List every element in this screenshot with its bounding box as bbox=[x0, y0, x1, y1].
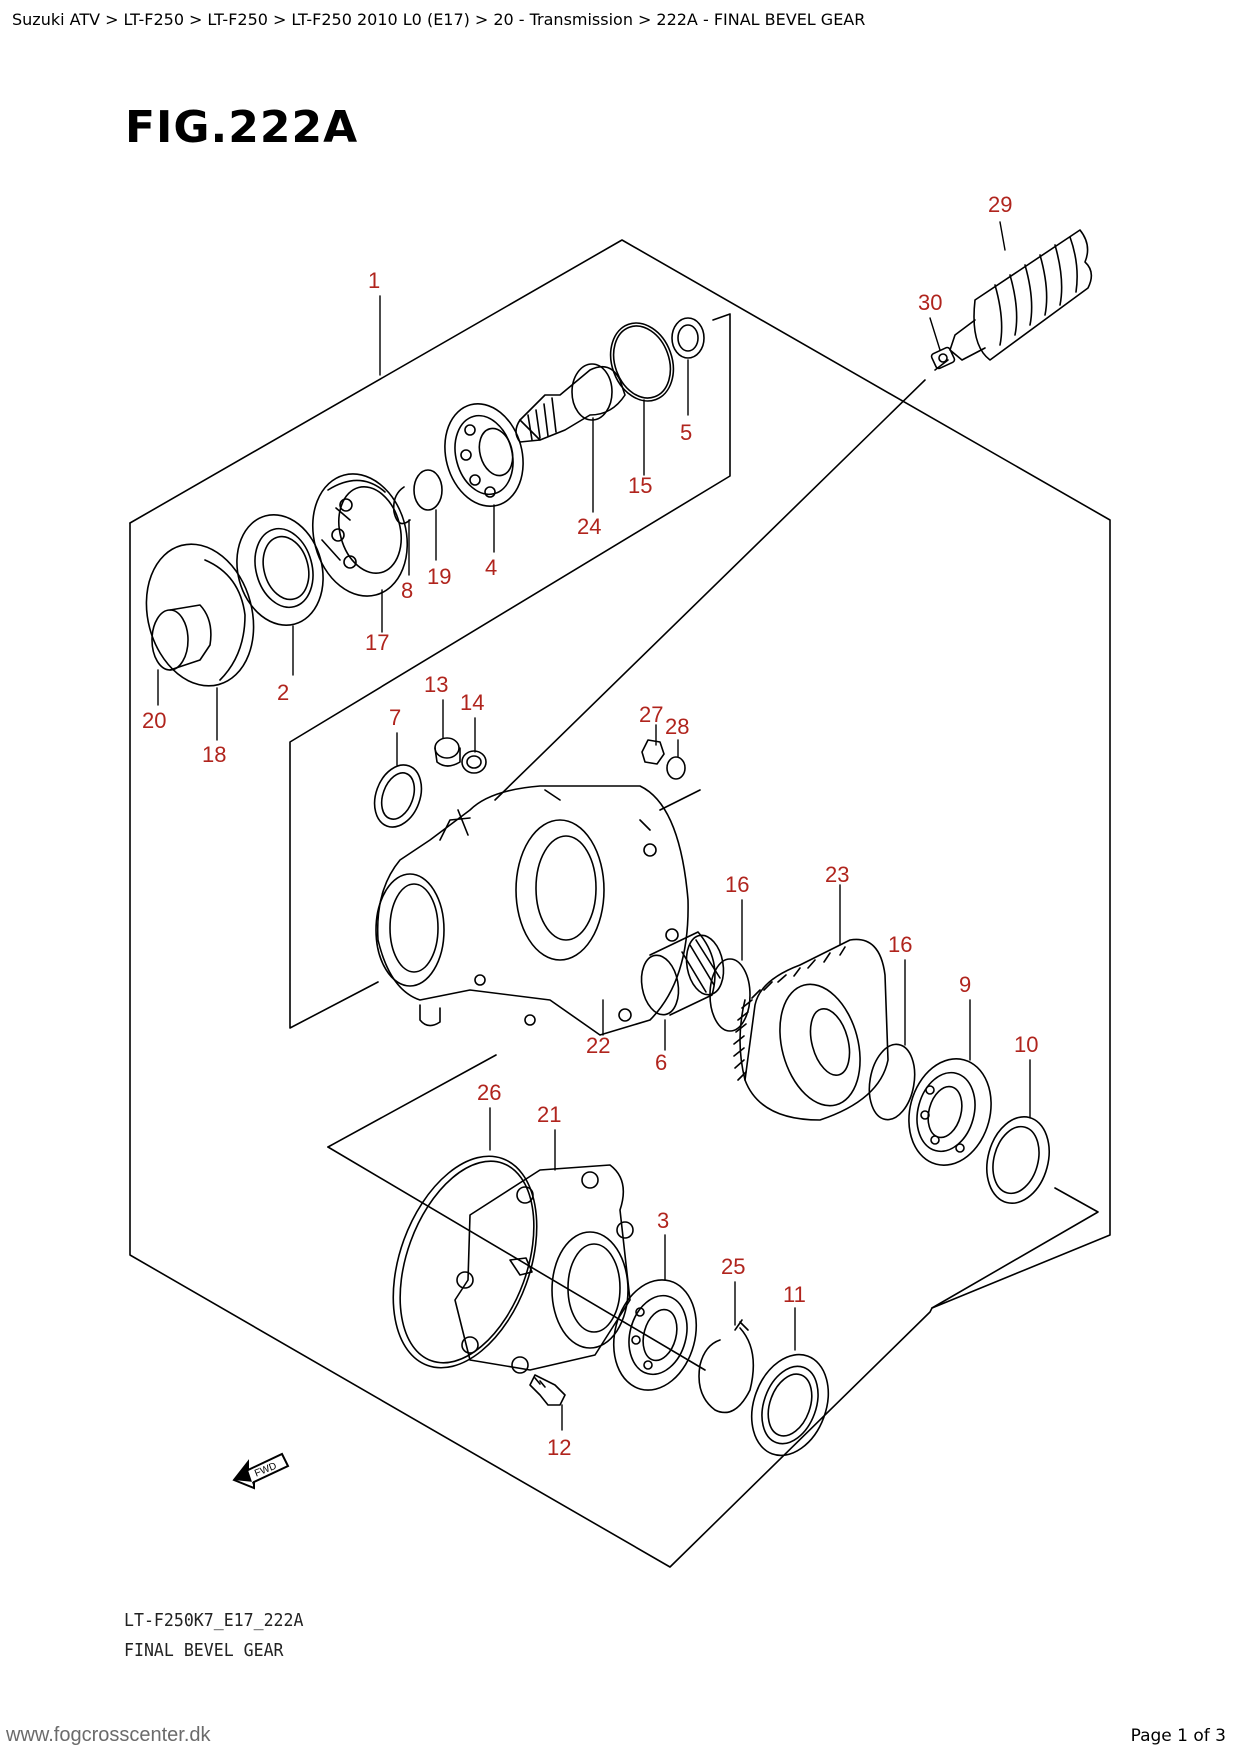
callout-16a: 16 bbox=[725, 872, 749, 897]
figure-title: FIG.222A bbox=[125, 102, 359, 153]
breadcrumb-separator: > bbox=[105, 10, 119, 29]
part-18-flange[interactable] bbox=[131, 532, 269, 698]
breadcrumb-separator: > bbox=[474, 10, 489, 29]
callout-2: 2 bbox=[277, 680, 289, 705]
callout-1: 1 bbox=[368, 268, 380, 293]
leader-lines bbox=[157, 221, 1031, 1431]
part-12-bolt[interactable] bbox=[529, 1374, 566, 1406]
callout-12: 12 bbox=[547, 1435, 571, 1460]
part-25-circlip[interactable] bbox=[698, 1319, 755, 1414]
breadcrumb-item-suzuki-atv[interactable]: Suzuki ATV bbox=[12, 10, 101, 29]
callout-24: 24 bbox=[577, 514, 601, 539]
callout-9: 9 bbox=[959, 972, 971, 997]
diagram-code: LT-F250K7_E17_222A bbox=[124, 1610, 304, 1631]
site-link[interactable]: www.fogcrosscenter.dk bbox=[6, 1724, 211, 1746]
breadcrumb-item-transmission[interactable]: 20 - Transmission bbox=[493, 10, 633, 29]
part-20-spline[interactable] bbox=[151, 604, 212, 671]
part-21-cover[interactable] bbox=[454, 1164, 634, 1374]
part-23-ring-gear[interactable] bbox=[733, 938, 889, 1121]
part-26-oring[interactable] bbox=[366, 1136, 563, 1387]
breadcrumb-separator: > bbox=[272, 10, 287, 29]
callout-3: 3 bbox=[657, 1208, 669, 1233]
callout-29: 29 bbox=[988, 192, 1012, 217]
callout-18: 18 bbox=[202, 742, 226, 767]
callout-10: 10 bbox=[1014, 1032, 1038, 1057]
part-14-washer[interactable] bbox=[461, 750, 487, 774]
part-9-bearing[interactable] bbox=[897, 1049, 1002, 1174]
callout-19: 19 bbox=[427, 564, 451, 589]
callout-16b: 16 bbox=[888, 932, 912, 957]
upper-group-outline bbox=[129, 313, 731, 1029]
part-22-gear-case[interactable] bbox=[375, 785, 689, 1036]
breadcrumb-item-lt-f250[interactable]: LT-F250 bbox=[123, 10, 184, 29]
breadcrumb-separator: > bbox=[637, 10, 652, 29]
callout-6: 6 bbox=[655, 1050, 667, 1075]
callout-11: 11 bbox=[783, 1282, 806, 1307]
part-19-circlip[interactable] bbox=[413, 469, 443, 511]
part-10-seal[interactable] bbox=[978, 1110, 1059, 1211]
diagram-name: FINAL BEVEL GEAR bbox=[124, 1640, 284, 1661]
part-8-circlip[interactable] bbox=[392, 486, 411, 525]
part-2-seal[interactable] bbox=[225, 505, 335, 635]
callout-22: 22 bbox=[586, 1033, 610, 1058]
callout-26: 26 bbox=[477, 1080, 501, 1105]
forward-arrow-icon: FWD bbox=[232, 1452, 290, 1490]
callout-21: 21 bbox=[537, 1102, 561, 1127]
callout-23: 23 bbox=[825, 862, 849, 887]
breadcrumb: Suzuki ATV>LT-F250>LT-F250>LT-F250 2010 … bbox=[12, 10, 865, 29]
page-indicator: Page 1 of 3 bbox=[1130, 1726, 1226, 1746]
part-3-bearing[interactable] bbox=[602, 1271, 708, 1400]
callout-28: 28 bbox=[665, 714, 689, 739]
callout-8: 8 bbox=[401, 578, 413, 603]
callout-labels: 1 2 3 4 5 6 7 8 9 10 11 12 13 14 15 16 1… bbox=[142, 192, 1038, 1460]
breadcrumb-item-lt-f250-model[interactable]: LT-F250 bbox=[207, 10, 268, 29]
callout-5: 5 bbox=[680, 420, 692, 445]
callout-4: 4 bbox=[485, 555, 497, 580]
part-30-clamp[interactable] bbox=[930, 346, 956, 370]
part-7-seal[interactable] bbox=[366, 758, 429, 833]
part-6-bearing[interactable] bbox=[637, 931, 728, 1018]
callout-17: 17 bbox=[365, 630, 389, 655]
part-13-plug[interactable] bbox=[434, 737, 461, 767]
part-16a-circlip[interactable] bbox=[709, 958, 751, 1032]
part-29-boot[interactable] bbox=[949, 229, 1093, 361]
part-11-seal[interactable] bbox=[738, 1344, 841, 1466]
part-24-pinion[interactable] bbox=[515, 363, 626, 443]
mid-group-outline bbox=[327, 789, 1099, 1309]
leader-boot bbox=[494, 379, 926, 801]
part-4-bearing[interactable] bbox=[434, 395, 534, 515]
breadcrumb-item-current: 222A - FINAL BEVEL GEAR bbox=[656, 10, 866, 29]
breadcrumb-separator: > bbox=[189, 10, 203, 29]
callout-30: 30 bbox=[918, 290, 942, 315]
part-16b-circlip[interactable] bbox=[864, 1041, 921, 1123]
callout-15: 15 bbox=[628, 473, 652, 498]
callout-14: 14 bbox=[460, 690, 484, 715]
callout-7: 7 bbox=[389, 705, 401, 730]
part-27-bolt[interactable] bbox=[641, 739, 665, 765]
breadcrumb-item-year[interactable]: LT-F250 2010 L0 (E17) bbox=[291, 10, 470, 29]
callout-25: 25 bbox=[721, 1254, 745, 1279]
part-28-washer[interactable] bbox=[666, 756, 686, 780]
callout-20: 20 bbox=[142, 708, 166, 733]
part-15-oring[interactable] bbox=[600, 314, 684, 410]
callout-13: 13 bbox=[424, 672, 448, 697]
part-5-seal[interactable] bbox=[671, 317, 705, 359]
assembly-outline bbox=[129, 239, 1111, 1568]
callout-27: 27 bbox=[639, 702, 663, 727]
